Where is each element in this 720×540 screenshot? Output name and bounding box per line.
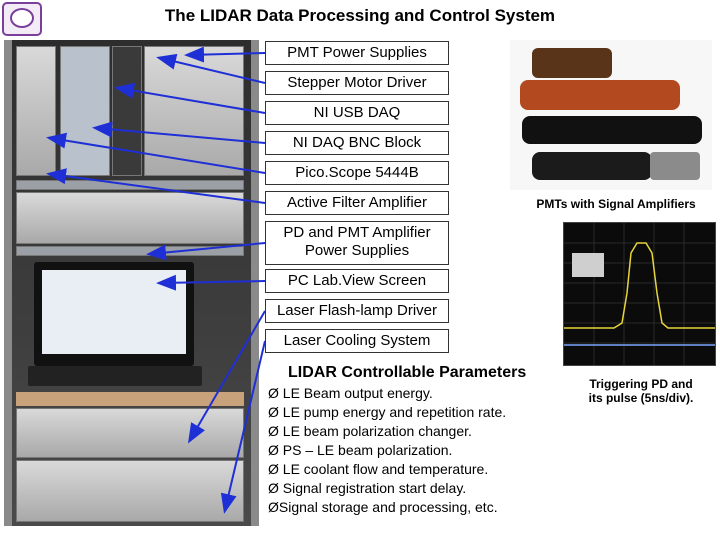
label-active-filter-amplifier: Active Filter Amplifier bbox=[265, 191, 449, 215]
param-item: Ø PS – LE beam polarization. bbox=[268, 442, 453, 458]
scope-caption-line1: Triggering PD and bbox=[589, 377, 693, 391]
param-item: Ø LE Beam output energy. bbox=[268, 385, 433, 401]
scope-photo bbox=[563, 222, 716, 366]
arrow-pd-pmt bbox=[146, 242, 266, 261]
label-laser-cooling-system: Laser Cooling System bbox=[265, 329, 449, 353]
arrow-ni-usb bbox=[114, 82, 266, 114]
params-heading: LIDAR Controllable Parameters bbox=[288, 364, 527, 381]
scope-caption: Triggering PD and its pulse (5ns/div). bbox=[566, 377, 716, 405]
label-pmt-power-supplies: PMT Power Supplies bbox=[265, 41, 449, 65]
param-item: Ø LE coolant flow and temperature. bbox=[268, 461, 489, 477]
logo-emblem bbox=[10, 8, 34, 28]
pmt-caption: PMTs with Signal Amplifiers bbox=[536, 197, 696, 211]
param-item: Ø LE pump energy and repetition rate. bbox=[268, 404, 507, 420]
label-ni-daq-bnc-block: NI DAQ BNC Block bbox=[265, 131, 449, 155]
label-laser-flashlamp-driver: Laser Flash-lamp Driver bbox=[265, 299, 449, 323]
arrow-cooling bbox=[220, 340, 266, 514]
arrow-pmt-power bbox=[184, 46, 266, 63]
label-pd-pmt-amplifier: PD and PMT Amplifier Power Supplies bbox=[265, 221, 449, 265]
scope-caption-line2: its pulse (5ns/div). bbox=[588, 391, 694, 405]
label-ni-usb-daq: NI USB DAQ bbox=[265, 101, 449, 125]
param-item: Ø Signal registration start delay. bbox=[268, 480, 467, 496]
arrow-flashlamp bbox=[187, 310, 266, 444]
label-picoscope: Pico.Scope 5444B bbox=[265, 161, 449, 185]
param-item: Ø LE beam polarization changer. bbox=[268, 423, 472, 439]
arrow-ni-bnc bbox=[92, 121, 266, 144]
label-stepper-motor-driver: Stepper Motor Driver bbox=[265, 71, 449, 95]
label-pc-labview-screen: PC Lab.View Screen bbox=[265, 269, 449, 293]
institute-logo-icon bbox=[2, 2, 42, 36]
arrow-stepper bbox=[156, 53, 266, 84]
label-pd-pmt-line1: PD and PMT Amplifier bbox=[283, 224, 431, 241]
page-title: The LIDAR Data Processing and Control Sy… bbox=[164, 6, 556, 25]
arrow-filter-amp bbox=[46, 168, 266, 204]
label-pd-pmt-line2: Power Supplies bbox=[304, 242, 410, 259]
param-item: ØSignal storage and processing, etc. bbox=[268, 499, 498, 515]
arrow-pc-screen bbox=[156, 274, 266, 291]
pmt-photo bbox=[510, 40, 712, 190]
arrow-pico bbox=[46, 132, 266, 174]
